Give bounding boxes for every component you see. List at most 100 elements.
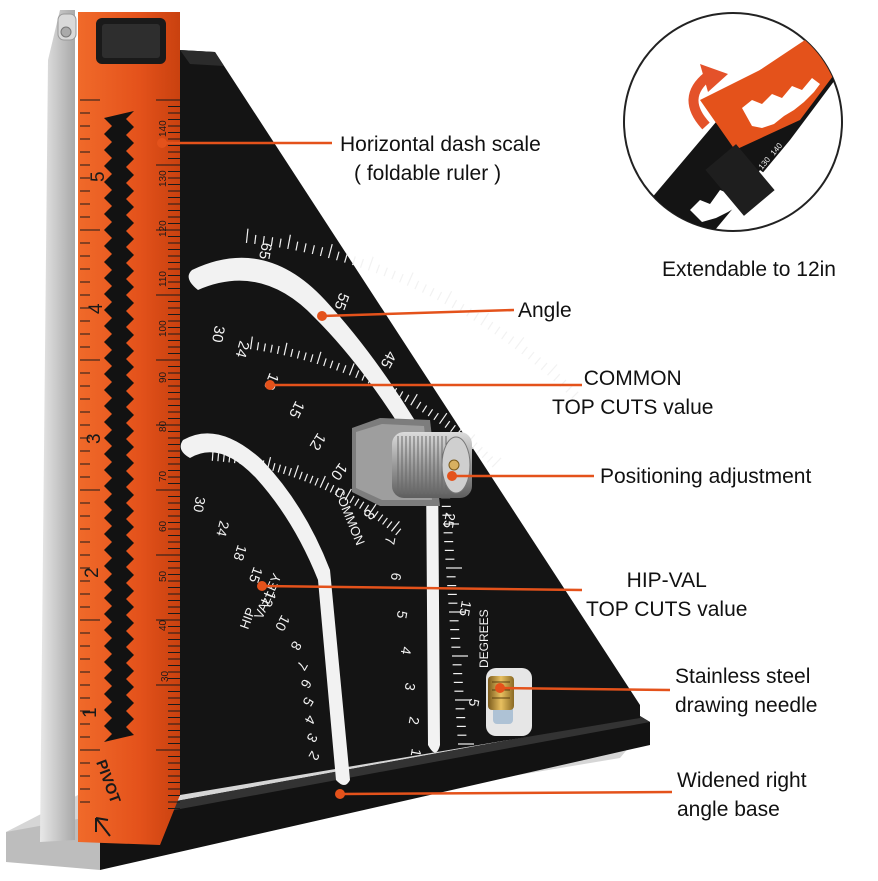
inner-label: 1	[408, 747, 425, 758]
scale-tick	[392, 387, 398, 396]
scale-tick	[327, 243, 333, 259]
scale-tick	[276, 345, 280, 355]
scale-tick	[547, 364, 558, 376]
callout-common-top-cuts: COMMON TOP CUTS value	[552, 364, 713, 422]
scale-tick	[421, 284, 427, 293]
scale-tick	[363, 504, 370, 512]
scale-tick	[354, 498, 360, 507]
scale-tick	[272, 463, 276, 472]
scale-tick	[481, 451, 489, 459]
scale-tick	[254, 234, 257, 244]
scale-tick	[342, 365, 347, 374]
callout-angle: Angle	[518, 296, 572, 325]
scale-tick	[290, 348, 294, 357]
angle-scale-labels: 65 55 45	[255, 241, 399, 371]
scale-tick	[410, 393, 418, 406]
scale-tick	[373, 510, 379, 519]
scale-tick	[480, 312, 490, 326]
common-label: 24	[232, 339, 253, 360]
ruler-scale-labels: 30 40 50 60 70 80 90 100 110 120 130 140	[158, 120, 171, 682]
scale-tick	[336, 362, 340, 371]
ruler-ticks	[80, 99, 180, 809]
scale-tick	[336, 251, 340, 261]
callout-line: Positioning adjustment	[600, 465, 812, 488]
scale-tick	[304, 473, 309, 482]
extension-inset: 5 130 140	[623, 12, 843, 232]
scale-tick	[244, 456, 248, 465]
common-label: 10	[327, 460, 351, 483]
scale-tick	[296, 350, 301, 359]
inner-label: 6	[388, 571, 405, 582]
inner-scale-labels: 7 6 5 4 3 2 1	[382, 535, 425, 758]
scale-tick	[383, 267, 388, 277]
callout-line: drawing needle	[675, 694, 818, 717]
ruler-scale-label: 40	[158, 619, 169, 631]
ruler-scale-label: 120	[158, 220, 169, 237]
hip-label: 24	[213, 519, 232, 538]
degree-label: 5	[466, 697, 483, 708]
callout-line: Stainless steel	[675, 665, 811, 688]
scale-tick	[421, 405, 428, 413]
callout-positioning-adjustment: Positioning adjustment	[600, 462, 811, 491]
scale-tick	[367, 375, 373, 384]
scale-tick	[501, 331, 508, 340]
hip-label: 18	[230, 543, 250, 563]
scale-tick	[287, 234, 291, 250]
scale-tick	[439, 412, 448, 425]
scale-tick	[316, 351, 322, 365]
scale-tick	[266, 456, 272, 470]
hip-label: 12	[259, 589, 280, 610]
scale-tick	[359, 258, 364, 268]
scale-tick	[319, 475, 326, 488]
scale-tick	[427, 408, 434, 417]
hip-scale-title: HIP	[237, 606, 259, 631]
hip-scale-ticks	[211, 447, 402, 536]
scale-tick	[491, 457, 502, 468]
scale-tick	[534, 357, 542, 365]
scale-tick	[471, 442, 478, 450]
scale-tick	[429, 287, 435, 297]
inner-label: 2	[406, 715, 423, 726]
scale-tick	[245, 228, 249, 244]
scale-tick	[414, 280, 420, 290]
rotate-arrow-icon	[688, 72, 712, 130]
scale-tick	[303, 243, 307, 253]
ruler-scale-label: 70	[158, 470, 169, 482]
scale-tick	[355, 370, 360, 379]
scale-tick	[311, 245, 315, 255]
scale-tick	[329, 484, 335, 493]
scale-tick	[278, 238, 282, 248]
positioning-knob[interactable]	[352, 418, 472, 506]
scale-tick	[222, 453, 225, 462]
scale-tick	[514, 337, 525, 350]
callout-line: Widened right	[677, 769, 807, 792]
scale-tick	[359, 501, 365, 509]
inset-caption: Extendable to 12in	[662, 258, 836, 281]
degree-label: 15	[456, 599, 474, 617]
scale-tick	[352, 256, 356, 266]
ruler-scale-label: 50	[158, 570, 169, 582]
scale-tick	[386, 521, 393, 529]
ruler-scale-label: 130	[158, 170, 169, 187]
ruler-scale-label: 30	[160, 670, 171, 682]
scale-tick	[382, 517, 388, 525]
scale-tick	[295, 241, 299, 251]
ruler-inch-label: 5	[88, 171, 109, 182]
callout-line: COMMON	[583, 367, 682, 390]
angle-scale-ticks	[245, 228, 579, 399]
scale-tick	[565, 385, 573, 393]
callout-line: angle base	[677, 798, 780, 821]
callout-right-angle-base: Widened right angle base	[677, 766, 807, 824]
scale-tick	[288, 467, 292, 476]
scale-tick	[487, 321, 494, 330]
hip-label: 15	[246, 565, 266, 585]
scale-tick	[349, 495, 355, 504]
scale-tick	[319, 247, 324, 257]
scale-tick	[303, 352, 307, 361]
scale-tick	[571, 391, 579, 399]
scale-tick	[398, 391, 404, 399]
scale-tick	[527, 351, 535, 360]
callout-drawing-needle: Stainless steel drawing needle	[675, 662, 817, 720]
ruler-inch-label: 1	[80, 707, 101, 718]
